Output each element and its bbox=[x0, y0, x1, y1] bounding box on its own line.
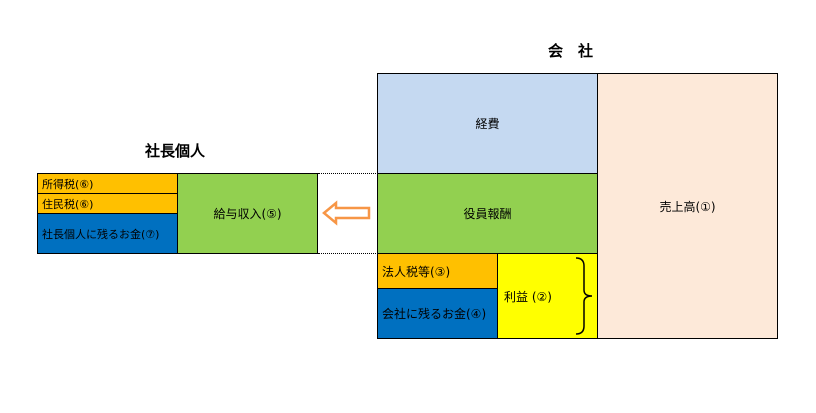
resident-tax-box: 住民税(⑥) bbox=[37, 193, 178, 214]
profit-box: 利益 (②) bbox=[497, 253, 598, 339]
expense-box: 経費 bbox=[377, 73, 598, 174]
salary-income-box: 給与収入(⑤) bbox=[177, 173, 318, 254]
income-tax-box: 所得税(⑥) bbox=[37, 173, 178, 194]
president-title: 社長個人 bbox=[145, 142, 206, 160]
right-brace-icon bbox=[575, 257, 593, 335]
retained-money-box: 会社に残るお金(④) bbox=[377, 288, 498, 339]
connector-top bbox=[318, 173, 378, 174]
connector-bottom bbox=[318, 253, 378, 254]
profit-label: 利益 (②) bbox=[504, 289, 552, 304]
left-arrow-icon bbox=[322, 200, 371, 226]
executive-pay-box: 役員報酬 bbox=[377, 173, 598, 254]
president-remaining-box: 社長個人に残るお金(⑦) bbox=[37, 213, 178, 254]
sales-box: 売上高(①) bbox=[597, 73, 778, 339]
company-title: 会 社 bbox=[548, 42, 594, 60]
corp-tax-box: 法人税等(③) bbox=[377, 253, 498, 289]
